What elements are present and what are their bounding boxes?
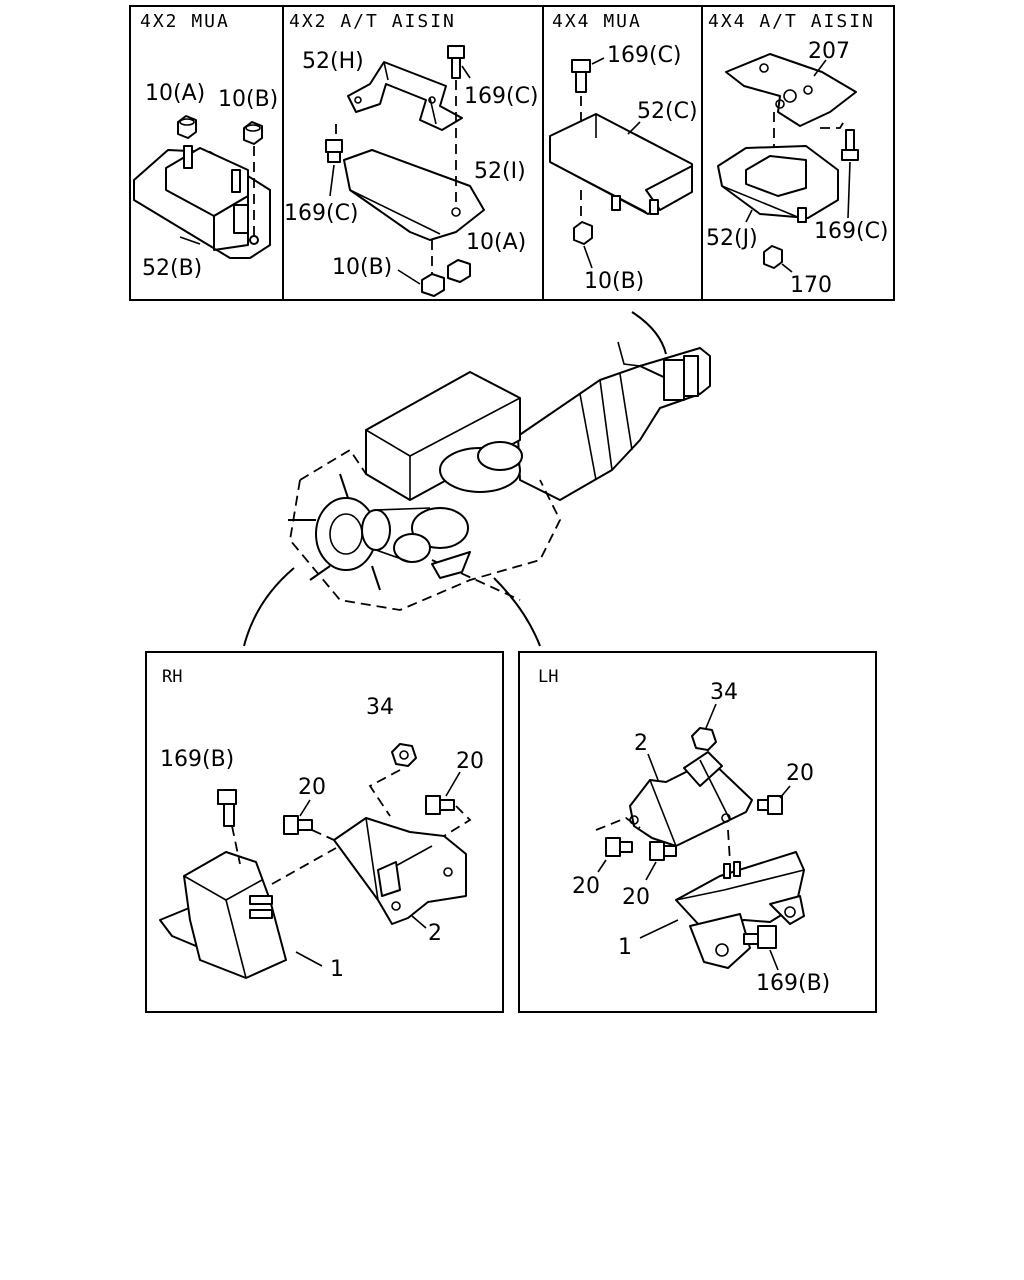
bolt-20-2-icon (605, 837, 633, 857)
fan-icon (288, 473, 391, 591)
part-label-169c: 169(C) (607, 43, 682, 68)
nut-10b-icon (421, 273, 445, 297)
part-label-52j: 52(J) (706, 226, 758, 251)
bolt-169c-icon (447, 45, 465, 79)
part-label-207: 207 (808, 39, 850, 64)
variant-header: 4X4 MUA (552, 11, 642, 32)
variant-4x4-at-aisin: 4X4 A/T AISIN 207 52(J) 169(C) 170 (706, 11, 889, 298)
bolt-20-2-icon (425, 795, 455, 815)
bracket-2-drawing (629, 751, 753, 847)
part-label-10b: 10(B) (332, 255, 392, 280)
part-label-10a: 10(A) (145, 81, 205, 106)
part-label-169c: 169(C) (814, 219, 889, 244)
bolt-169c-2-icon (325, 139, 343, 163)
part-label-20-2: 20 (456, 749, 484, 774)
nut-34-icon (391, 743, 417, 767)
bracket-52h-drawing (347, 61, 463, 131)
mount-1-drawing (675, 851, 805, 969)
bolt-20-icon (757, 795, 783, 815)
part-label-52h: 52(H) (302, 49, 364, 74)
part-label-169c-2: 169(C) (284, 201, 359, 226)
part-label-169b: 169(B) (160, 747, 234, 772)
bolt-169b-icon (743, 925, 777, 949)
part-label-2: 2 (428, 921, 442, 946)
part-label-1: 1 (618, 935, 632, 960)
variant-panel (129, 5, 895, 301)
variant-header: 4X4 A/T AISIN (708, 11, 875, 32)
mount-52b-drawing (133, 145, 271, 259)
engine-assembly-drawing (243, 311, 711, 647)
part-label-2: 2 (634, 731, 648, 756)
bolt-20-3-icon (649, 841, 677, 861)
variant-4x4-mua: 4X4 MUA 169(C) 52(C) 10(B) (549, 11, 698, 294)
bolt-169c-icon (841, 129, 859, 161)
panel-title: RH (162, 667, 182, 687)
part-label-10b: 10(B) (218, 87, 278, 112)
nut-10a-icon (447, 259, 471, 283)
nut-170-icon (763, 245, 783, 269)
nut-34-icon (691, 727, 717, 751)
part-label-169b: 169(B) (756, 971, 830, 996)
variant-4x2-mua: 4X2 MUA 10(A) 10(B) 52(B) (133, 11, 278, 281)
bracket-2-drawing (333, 817, 467, 925)
part-label-20-2: 20 (572, 874, 600, 899)
mount-1-drawing (159, 851, 287, 979)
variant-header: 4X2 A/T AISIN (289, 11, 456, 32)
part-label-20-3: 20 (622, 885, 650, 910)
part-label-34: 34 (366, 695, 394, 720)
rh-panel: RH 34 169(B) 20 20 2 1 (145, 651, 504, 1013)
variant-header: 4X2 MUA (140, 11, 230, 32)
variant-4x2-at-aisin: 4X2 A/T AISIN 52(H) 169(C) 52(I) 169(C) … (284, 11, 539, 297)
part-label-1: 1 (330, 957, 344, 982)
part-label-52c: 52(C) (637, 99, 698, 124)
bracket-207-drawing (725, 53, 857, 127)
nut-10b-icon (243, 121, 263, 145)
mount-52j-drawing (717, 145, 839, 223)
part-label-170: 170 (790, 273, 832, 298)
nut-10b-icon (573, 221, 593, 245)
part-label-169c: 169(C) (464, 84, 539, 109)
bolt-20-icon (283, 815, 313, 835)
lh-panel: LH 34 2 20 20 20 1 169(B) (518, 651, 877, 1013)
part-label-52i: 52(I) (474, 159, 526, 184)
mount-52i-drawing (343, 149, 485, 241)
part-label-20: 20 (786, 761, 814, 786)
panel-title: LH (538, 667, 558, 687)
bolt-169b-icon (217, 789, 237, 827)
part-label-34: 34 (710, 680, 738, 705)
part-label-10a: 10(A) (466, 230, 526, 255)
part-label-10b: 10(B) (584, 269, 644, 294)
part-label-52b: 52(B) (142, 256, 202, 281)
bolt-169c-icon (571, 59, 591, 93)
part-label-20: 20 (298, 775, 326, 800)
nut-10a-icon (177, 115, 197, 139)
mount-52c-drawing (549, 113, 693, 215)
